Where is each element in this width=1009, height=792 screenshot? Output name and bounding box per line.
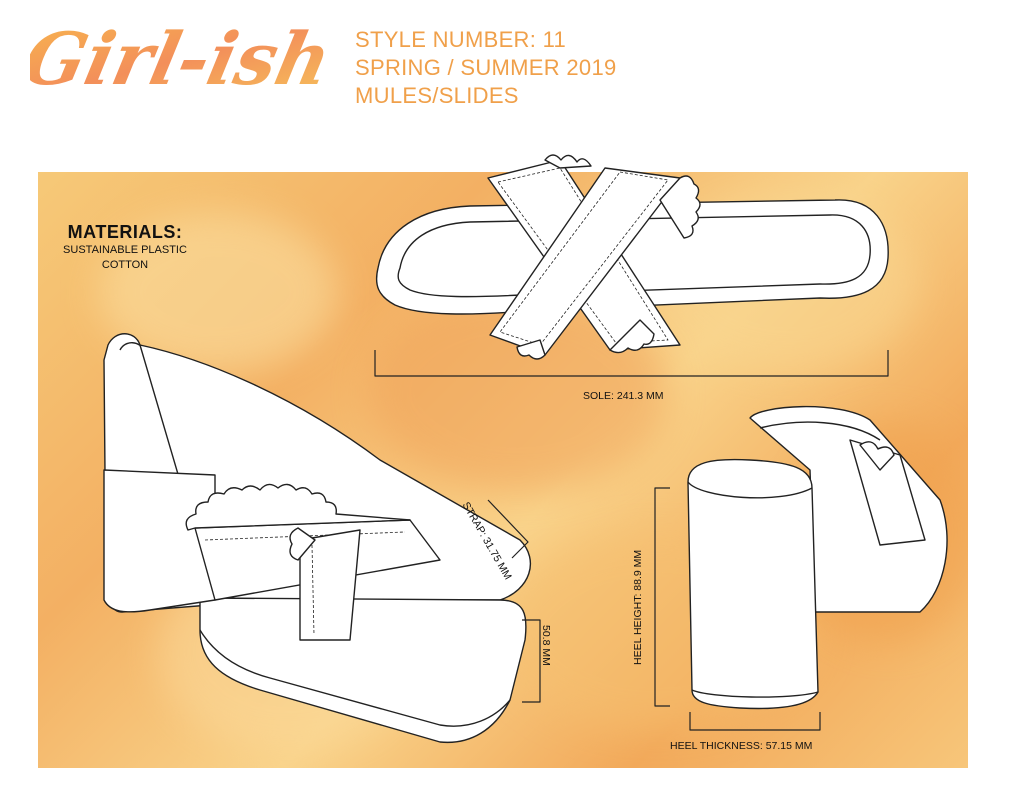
style-number: STYLE NUMBER: 11: [355, 27, 567, 52]
platform-measurement: 50.8 MM: [540, 625, 552, 666]
sole-measurement: SOLE: 241.3 MM: [583, 390, 664, 402]
dimension-lines: [374, 350, 889, 731]
header-info: STYLE NUMBER: 11 SPRING / SUMMER 2019 MU…: [355, 26, 617, 110]
back-view-shoe: [687, 405, 948, 710]
materials-block: MATERIALS: SUSTAINABLE PLASTIC COTTON: [40, 222, 210, 273]
heel-height-measurement: HEEL HEIGHT: 88.9 MM: [632, 549, 644, 665]
materials-title: MATERIALS:: [67, 222, 183, 242]
heel-thickness-measurement: HEEL THICKNESS: 57.15 MM: [670, 740, 813, 752]
svg-text:Girl-ish: Girl-ish: [30, 18, 330, 102]
material-item: SUSTAINABLE PLASTIC: [63, 244, 187, 256]
category: MULES/SLIDES: [355, 83, 519, 108]
material-item: COTTON: [101, 259, 149, 271]
season: SPRING / SUMMER 2019: [355, 55, 617, 80]
side-view-shoe: [103, 333, 531, 744]
top-view-shoe: [375, 154, 889, 360]
brand-logo: Girl-ish: [30, 8, 330, 108]
